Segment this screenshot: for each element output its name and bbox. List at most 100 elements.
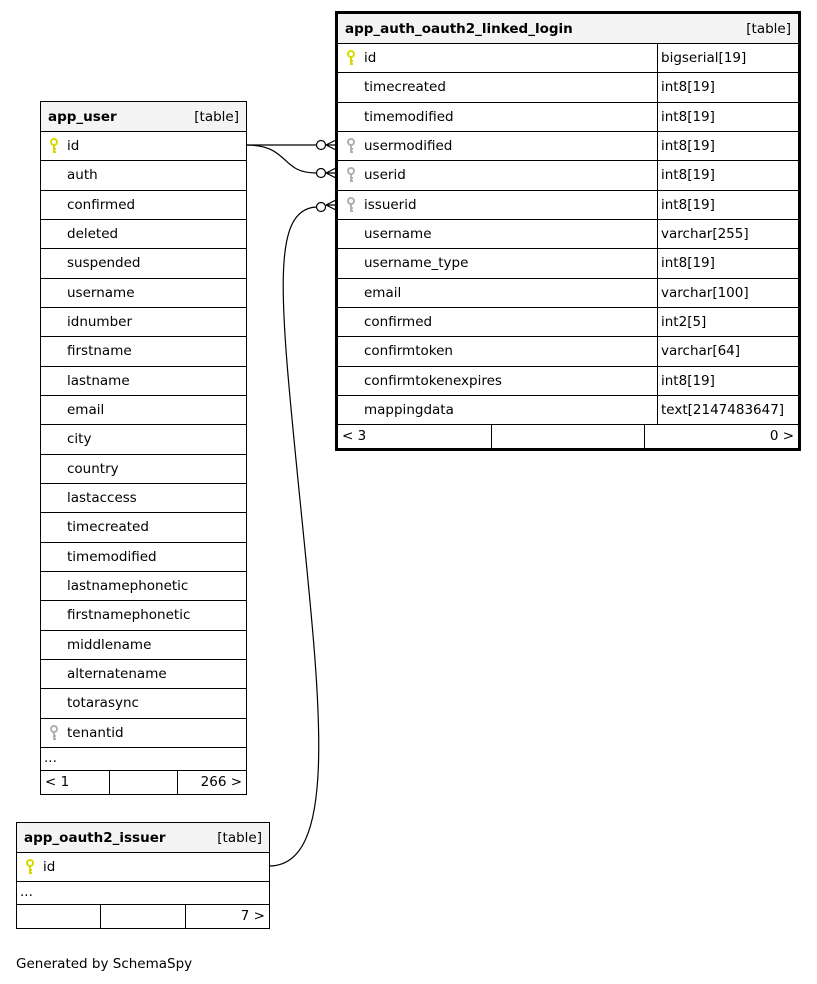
- column-row[interactable]: id: [41, 132, 246, 162]
- column-name: timecreated: [364, 79, 446, 96]
- column-name: mappingdata: [364, 402, 454, 419]
- children-count: 266 >: [177, 770, 246, 794]
- column-name: firstnamephonetic: [67, 607, 191, 624]
- column-name: suspended: [67, 255, 141, 272]
- table-header[interactable]: app_oauth2_issuer[table]: [17, 823, 269, 853]
- column-name: lastname: [67, 372, 130, 389]
- column-row[interactable]: totarasync: [41, 689, 246, 719]
- table-app-user[interactable]: app_user [table] id auth confirmed deleted sus…: [40, 101, 247, 795]
- table-app-oauth2-issuer[interactable]: app_oauth2_issuer[table]id...7 >: [16, 822, 270, 930]
- column-name: email: [364, 284, 402, 301]
- column-row[interactable]: city: [41, 425, 246, 455]
- footer-spacer: [100, 905, 184, 929]
- column-name-cell: id: [17, 853, 269, 881]
- foreign-key-icon: [41, 724, 67, 741]
- column-row[interactable]: firstnamephonetic: [41, 601, 246, 631]
- column-row[interactable]: country: [41, 455, 246, 484]
- column-row[interactable]: email varchar[100]: [338, 278, 798, 308]
- table-header[interactable]: app_user [table]: [41, 102, 246, 132]
- column-name-cell: id: [338, 44, 657, 72]
- column-name-cell: email: [338, 279, 657, 307]
- column-name: timecreated: [67, 519, 149, 536]
- column-name: timemodified: [364, 108, 454, 125]
- column-row[interactable]: confirmtokenexpires int8[19]: [338, 366, 798, 396]
- column-name-cell: confirmed: [338, 308, 657, 336]
- column-name-cell: mappingdata: [338, 396, 657, 424]
- column-type: text[2147483647]: [657, 395, 798, 425]
- column-type: int8[19]: [657, 73, 798, 102]
- column-row[interactable]: mappingdata text[2147483647]: [338, 395, 798, 426]
- column-row[interactable]: tenantid: [41, 719, 246, 748]
- column-row[interactable]: deleted: [41, 220, 246, 250]
- column-name: lastnamephonetic: [67, 578, 189, 595]
- primary-key-icon: [17, 859, 43, 875]
- column-row[interactable]: username: [41, 279, 246, 308]
- column-row[interactable]: auth: [41, 161, 246, 191]
- column-name-cell: username: [338, 220, 657, 248]
- column-row[interactable]: firstname: [41, 337, 246, 367]
- column-row[interactable]: lastnamephonetic: [41, 572, 246, 602]
- column-name: country: [67, 460, 119, 477]
- table-header[interactable]: app_auth_oauth2_linked_login[table]: [338, 14, 798, 44]
- footer-spacer: [108, 770, 178, 794]
- column-name: auth: [67, 167, 98, 184]
- column-type: int8[19]: [657, 366, 798, 395]
- column-row[interactable]: confirmed: [41, 191, 246, 220]
- column-name-cell: lastname: [41, 367, 246, 395]
- column-name: id: [364, 50, 377, 67]
- column-row[interactable]: alternatename: [41, 660, 246, 690]
- column-row[interactable]: id: [17, 853, 269, 883]
- column-row[interactable]: middlename: [41, 631, 246, 660]
- column-name-cell: issuerid: [338, 191, 657, 219]
- column-row[interactable]: email: [41, 396, 246, 426]
- column-name-cell: username_type: [338, 249, 657, 277]
- column-row[interactable]: timecreated: [41, 513, 246, 543]
- column-name-cell: confirmed: [41, 191, 246, 219]
- children-count: 7 >: [184, 905, 269, 929]
- column-name-cell: firstnamephonetic: [41, 601, 246, 629]
- more-columns-indicator: ...: [41, 748, 246, 771]
- column-row[interactable]: username_type int8[19]: [338, 249, 798, 279]
- column-name-cell: id: [41, 132, 246, 160]
- column-name-cell: totarasync: [41, 689, 246, 717]
- column-name: username: [67, 284, 135, 301]
- column-name: firstname: [67, 343, 132, 360]
- column-row[interactable]: lastname: [41, 367, 246, 396]
- column-name-cell: timecreated: [338, 73, 657, 101]
- column-row[interactable]: timemodified: [41, 543, 246, 572]
- column-name: confirmtokenexpires: [364, 372, 502, 389]
- column-name-cell: timecreated: [41, 513, 246, 541]
- column-type: varchar[64]: [657, 337, 798, 366]
- column-row[interactable]: lastaccess: [41, 484, 246, 514]
- column-type: varchar[255]: [657, 219, 798, 249]
- parents-count: [17, 905, 100, 928]
- table-type-label: [table]: [194, 108, 239, 125]
- column-row[interactable]: suspended: [41, 249, 246, 279]
- column-name: confirmed: [364, 314, 433, 331]
- column-type: int8[19]: [657, 249, 798, 278]
- children-count: 0 >: [644, 425, 798, 449]
- table-name: app_user: [48, 108, 117, 125]
- column-name: usermodified: [364, 138, 453, 155]
- column-name-cell: country: [41, 455, 246, 483]
- foreign-key-icon: [338, 167, 364, 183]
- column-name: deleted: [67, 226, 119, 243]
- table-name: app_auth_oauth2_linked_login: [345, 20, 573, 37]
- column-row[interactable]: idnumber: [41, 308, 246, 338]
- column-name-cell: timemodified: [41, 543, 246, 571]
- column-name: username_type: [364, 255, 469, 272]
- column-name-cell: auth: [41, 161, 246, 189]
- column-row[interactable]: timecreated int8[19]: [338, 73, 798, 103]
- column-type: varchar[100]: [657, 278, 798, 307]
